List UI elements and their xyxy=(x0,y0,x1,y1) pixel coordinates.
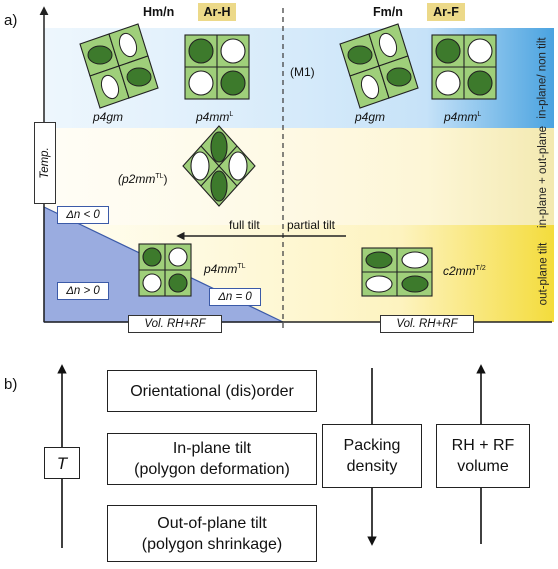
t-box: T xyxy=(44,447,80,479)
disc xyxy=(100,74,120,100)
orientational-box: Orientational (dis)order xyxy=(107,370,317,412)
label-p2mm: (p2mmTL) xyxy=(118,172,168,186)
disc xyxy=(126,67,152,87)
disc xyxy=(360,74,380,100)
disc xyxy=(365,251,393,269)
disc xyxy=(467,38,493,64)
disc xyxy=(365,275,393,293)
out-of-plane-tilt-box: Out-of-plane tilt(polygon shrinkage) xyxy=(107,505,317,562)
disc xyxy=(168,273,188,293)
lattice-p4mm-left xyxy=(184,34,250,100)
disc xyxy=(401,251,429,269)
disc xyxy=(87,45,113,65)
disc xyxy=(210,170,228,202)
delta-n-eq-box: Δn = 0 xyxy=(209,288,261,306)
disc xyxy=(190,151,210,181)
delta-n-gt-box: Δn > 0 xyxy=(57,282,109,300)
band-label-in-out: in-plane + out-plane xyxy=(537,125,550,228)
label-c2mm: c2mmT/2 xyxy=(443,264,486,278)
disc xyxy=(435,70,461,96)
label-p4mm-left: p4mmL xyxy=(196,110,234,124)
lattice-p4mm-right xyxy=(431,34,497,100)
disc xyxy=(118,32,138,58)
disc xyxy=(142,247,162,267)
disc xyxy=(228,151,248,181)
delta-n-lt-box: Δn < 0 xyxy=(57,206,109,224)
disc xyxy=(210,131,228,163)
label-p4gm-right: p4gm xyxy=(355,110,386,124)
disc xyxy=(168,247,188,267)
ar-f-tag: Ar-F xyxy=(427,3,465,21)
in-plane-tilt-box: In-plane tilt(polygon deformation) xyxy=(107,433,317,485)
disc xyxy=(467,70,493,96)
panel-b-label: b) xyxy=(4,376,18,393)
label-m1: (M1) xyxy=(290,65,315,79)
disc xyxy=(188,70,214,96)
disc xyxy=(401,275,429,293)
partial-tilt-label: partial tilt xyxy=(287,218,336,232)
panel-a-label: a) xyxy=(4,12,18,29)
label-p4gm-left: p4gm xyxy=(93,110,124,124)
band-in-out-plane xyxy=(44,128,554,225)
label-p4mm-tl: p4mmTL xyxy=(204,262,246,276)
ar-h-tag: Ar-H xyxy=(198,3,236,21)
lattice-p2mm xyxy=(182,125,256,207)
disc xyxy=(220,70,246,96)
full-tilt-label: full tilt xyxy=(229,218,260,232)
left-space-group: Hm/n xyxy=(143,5,175,19)
disc xyxy=(142,273,162,293)
disc xyxy=(386,67,412,87)
x-axis-label-right: Vol. RH+RF xyxy=(380,315,474,333)
y-axis-label: Temp. xyxy=(34,122,56,204)
x-axis-label-left: Vol. RH+RF xyxy=(128,315,222,333)
lattice-c2mm xyxy=(361,247,433,297)
lattice-p4mm-tl xyxy=(138,243,192,297)
phase-diagram xyxy=(39,6,554,330)
disc xyxy=(435,38,461,64)
band-label-out-plane: out-plane tilt xyxy=(537,242,549,305)
disc xyxy=(188,38,214,64)
label-p4mm-right: p4mmL xyxy=(444,110,482,124)
disc xyxy=(220,38,246,64)
right-space-group: Fm/n xyxy=(373,5,403,19)
band-label-in-plane: in-plane/ non tilt xyxy=(537,37,550,119)
disc xyxy=(378,32,398,58)
disc xyxy=(347,45,373,65)
